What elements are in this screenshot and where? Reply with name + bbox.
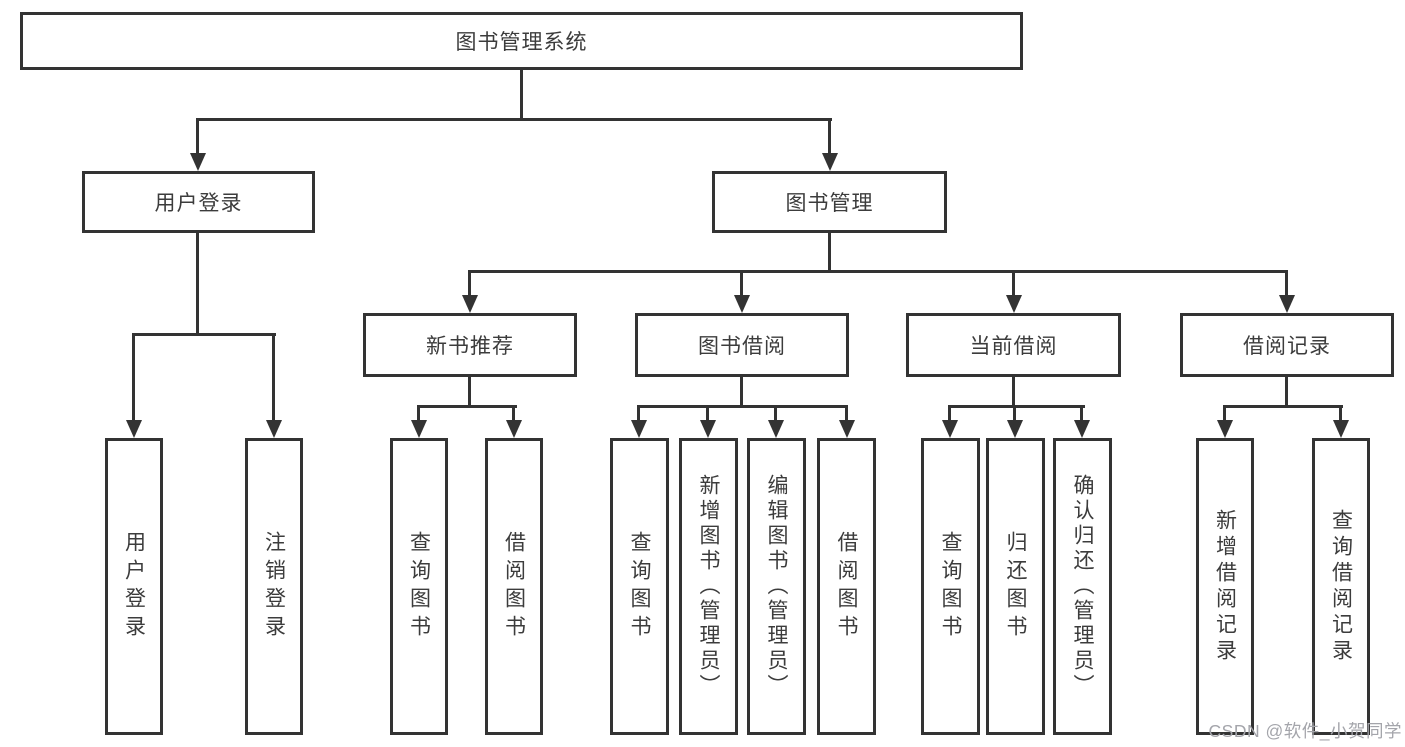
leaf-user-login: 用户登录 <box>105 438 163 735</box>
connector-recommend-drop <box>468 377 471 408</box>
node-label: 归还图书 <box>1004 530 1027 643</box>
node-label: 图书管理 <box>785 192 874 215</box>
node-label: 用户登录 <box>154 192 243 215</box>
arrowhead-leaf-query-rec <box>411 420 427 438</box>
node-label: 新书推荐 <box>426 335 514 358</box>
connector-to-leaf-query-borrow <box>637 405 640 422</box>
connector-to-leaf-query-rec <box>417 405 420 422</box>
connector-recommend-branch <box>417 405 517 408</box>
leaf-borrow-books-recommend: 借阅图书 <box>485 438 543 735</box>
node-book-borrowing: 图书借阅 <box>635 313 849 377</box>
leaf-return-books: 归还图书 <box>986 438 1045 735</box>
node-label: 当前借阅 <box>969 335 1058 358</box>
node-label: 新增借阅记录 <box>1213 508 1237 665</box>
connector-borrowing-drop <box>740 377 743 408</box>
arrowhead-book-borrowing <box>734 295 750 313</box>
connector-to-leaf-borrow-rec <box>512 405 515 422</box>
connector-records-drop <box>1285 377 1288 408</box>
connector-to-leaf-query-current <box>948 405 951 422</box>
arrowhead-new-book-recommend <box>462 295 478 313</box>
node-label: 查询图书 <box>407 530 431 643</box>
leaf-confirm-return-admin: 确认归还（管理员） <box>1053 438 1112 735</box>
connector-to-current-borrowing <box>1012 270 1015 297</box>
connector-root-branch <box>197 118 832 121</box>
node-label: 图书借阅 <box>698 335 786 358</box>
node-book-management: 图书管理 <box>712 171 947 233</box>
leaf-edit-books-admin: 编辑图书（管理员） <box>747 438 806 735</box>
connector-to-book-borrowing <box>740 270 743 297</box>
arrowhead-leaf-query-current <box>942 420 958 438</box>
node-user-login: 用户登录 <box>82 171 315 233</box>
leaf-query-books-recommend: 查询图书 <box>390 438 448 735</box>
leaf-query-borrow-record: 查询借阅记录 <box>1312 438 1370 735</box>
connector-root-drop <box>520 70 523 121</box>
arrowhead-leaf-borrow-borrow <box>839 420 855 438</box>
arrowhead-leaf-edit-books <box>768 420 784 438</box>
node-label: 查询图书 <box>939 530 962 643</box>
connector-user-login-drop <box>196 233 199 335</box>
node-label: 注销登录 <box>262 530 286 643</box>
arrowhead-leaf-query-borrow <box>631 420 647 438</box>
connector-book-mgmt-branch <box>468 270 1287 273</box>
arrowhead-book-management <box>822 153 838 171</box>
node-label: 用户登录 <box>122 530 146 643</box>
arrowhead-user-login <box>190 153 206 171</box>
connector-to-leaf-add-record <box>1223 405 1226 422</box>
leaf-query-books-current: 查询图书 <box>921 438 980 735</box>
arrowhead-leaf-return-books <box>1007 420 1023 438</box>
connector-to-leaf-add-books <box>706 405 709 422</box>
connector-current-drop <box>1012 377 1015 408</box>
arrowhead-leaf-query-record <box>1333 420 1349 438</box>
connector-to-user-login <box>196 118 199 156</box>
connector-to-leaf-edit-books <box>774 405 777 422</box>
arrowhead-leaf-add-record <box>1217 420 1233 438</box>
leaf-add-books-admin: 新增图书（管理员） <box>679 438 738 735</box>
arrowhead-leaf-confirm-return <box>1074 420 1090 438</box>
arrowhead-leaf-add-books <box>700 420 716 438</box>
connector-user-login-branch <box>132 333 276 336</box>
arrowhead-leaf-logout <box>266 420 282 438</box>
arrowhead-leaf-user-login <box>126 420 142 438</box>
arrowhead-borrow-records <box>1279 295 1295 313</box>
connector-to-leaf-user-login <box>132 333 135 422</box>
node-label: 查询图书 <box>628 530 651 643</box>
connector-to-new-book-recommend <box>468 270 471 297</box>
node-label: 借阅记录 <box>1243 335 1331 358</box>
node-new-book-recommend: 新书推荐 <box>363 313 577 377</box>
connector-to-leaf-query-record <box>1339 405 1342 422</box>
node-label: 借阅图书 <box>835 530 858 643</box>
node-root: 图书管理系统 <box>20 12 1023 70</box>
leaf-logout: 注销登录 <box>245 438 303 735</box>
leaf-query-books-borrowing: 查询图书 <box>610 438 669 735</box>
node-label: 借阅图书 <box>502 530 526 643</box>
connector-borrowing-branch <box>637 405 848 408</box>
connector-to-leaf-return-books <box>1013 405 1016 422</box>
node-label: 图书管理系统 <box>455 31 588 54</box>
node-label: 查询借阅记录 <box>1329 508 1353 665</box>
node-label: 编辑图书（管理员） <box>765 474 788 699</box>
connector-to-book-management <box>828 118 831 156</box>
arrowhead-current-borrowing <box>1006 295 1022 313</box>
node-borrow-records: 借阅记录 <box>1180 313 1394 377</box>
connector-book-mgmt-drop <box>828 233 831 272</box>
connector-to-borrow-records <box>1285 270 1288 297</box>
node-label: 确认归还（管理员） <box>1071 474 1094 699</box>
arrowhead-leaf-borrow-rec <box>506 420 522 438</box>
node-label: 新增图书（管理员） <box>697 474 720 699</box>
connector-to-leaf-borrow-borrow <box>845 405 848 422</box>
node-current-borrowing: 当前借阅 <box>906 313 1121 377</box>
connector-records-branch <box>1223 405 1343 408</box>
csdn-watermark: CSDN @软件_小贺同学 <box>1208 721 1402 741</box>
connector-to-leaf-logout <box>272 333 275 422</box>
connector-current-branch <box>948 405 1085 408</box>
leaf-add-borrow-record: 新增借阅记录 <box>1196 438 1254 735</box>
connector-to-leaf-confirm-return <box>1080 405 1083 422</box>
leaf-borrow-books-borrowing: 借阅图书 <box>817 438 876 735</box>
